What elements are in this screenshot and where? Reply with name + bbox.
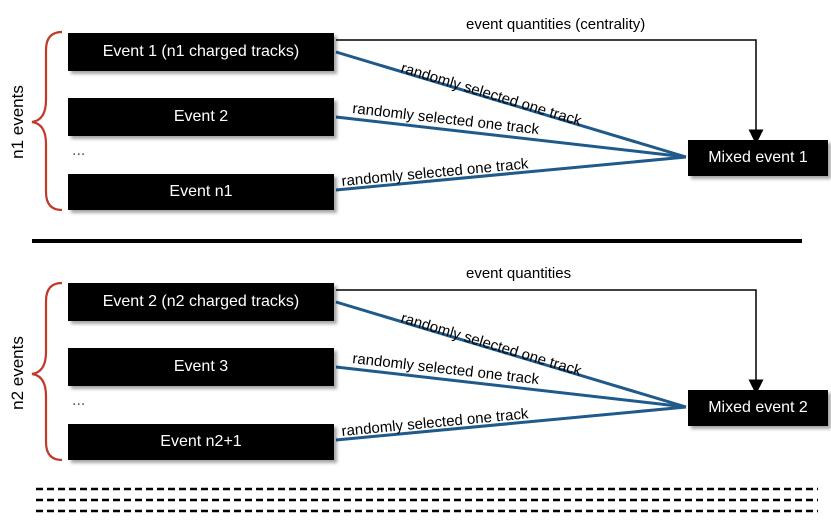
group1-mixed-event-box: Mixed event 1	[688, 140, 828, 176]
group2-mixed-event-box: Mixed event 2	[688, 390, 828, 426]
group1-ellipsis: ...	[72, 142, 86, 159]
group2-ellipsis: ...	[72, 392, 86, 409]
group2-label: n2 events	[8, 336, 27, 410]
group2-event-box-2: Event 3	[68, 348, 334, 386]
group1-track-line-1	[335, 50, 687, 159]
group1-label: n1 events	[8, 85, 27, 159]
group1-track-line-3	[335, 155, 687, 192]
group1-quantities-label: event quantities (centrality)	[466, 16, 646, 33]
group2-quantities-arrow	[336, 289, 764, 395]
group1-event-box-1: Event 1 (n1 charged tracks)	[68, 33, 334, 71]
group2-track-line-1	[335, 300, 687, 409]
group2-track-line-2	[335, 365, 687, 409]
group2-event-box-3: Event n2+1	[68, 424, 334, 460]
group1-event-box-2: Event 2	[68, 98, 334, 136]
group2-track-label-3: randomly selected one track	[341, 405, 530, 440]
group1-event-box-3: Event n1	[68, 174, 334, 210]
group2-quantities-label: event quantities	[466, 265, 572, 282]
group1-quantities-arrow	[336, 39, 764, 145]
group1-brace	[31, 30, 63, 212]
group2-brace	[31, 281, 63, 462]
group1-track-line-2	[335, 115, 687, 159]
group2-event-box-1: Event 2 (n2 charged tracks)	[68, 283, 334, 321]
group1-track-label-3: randomly selected one track	[341, 155, 530, 190]
group2-track-line-3	[335, 405, 687, 442]
